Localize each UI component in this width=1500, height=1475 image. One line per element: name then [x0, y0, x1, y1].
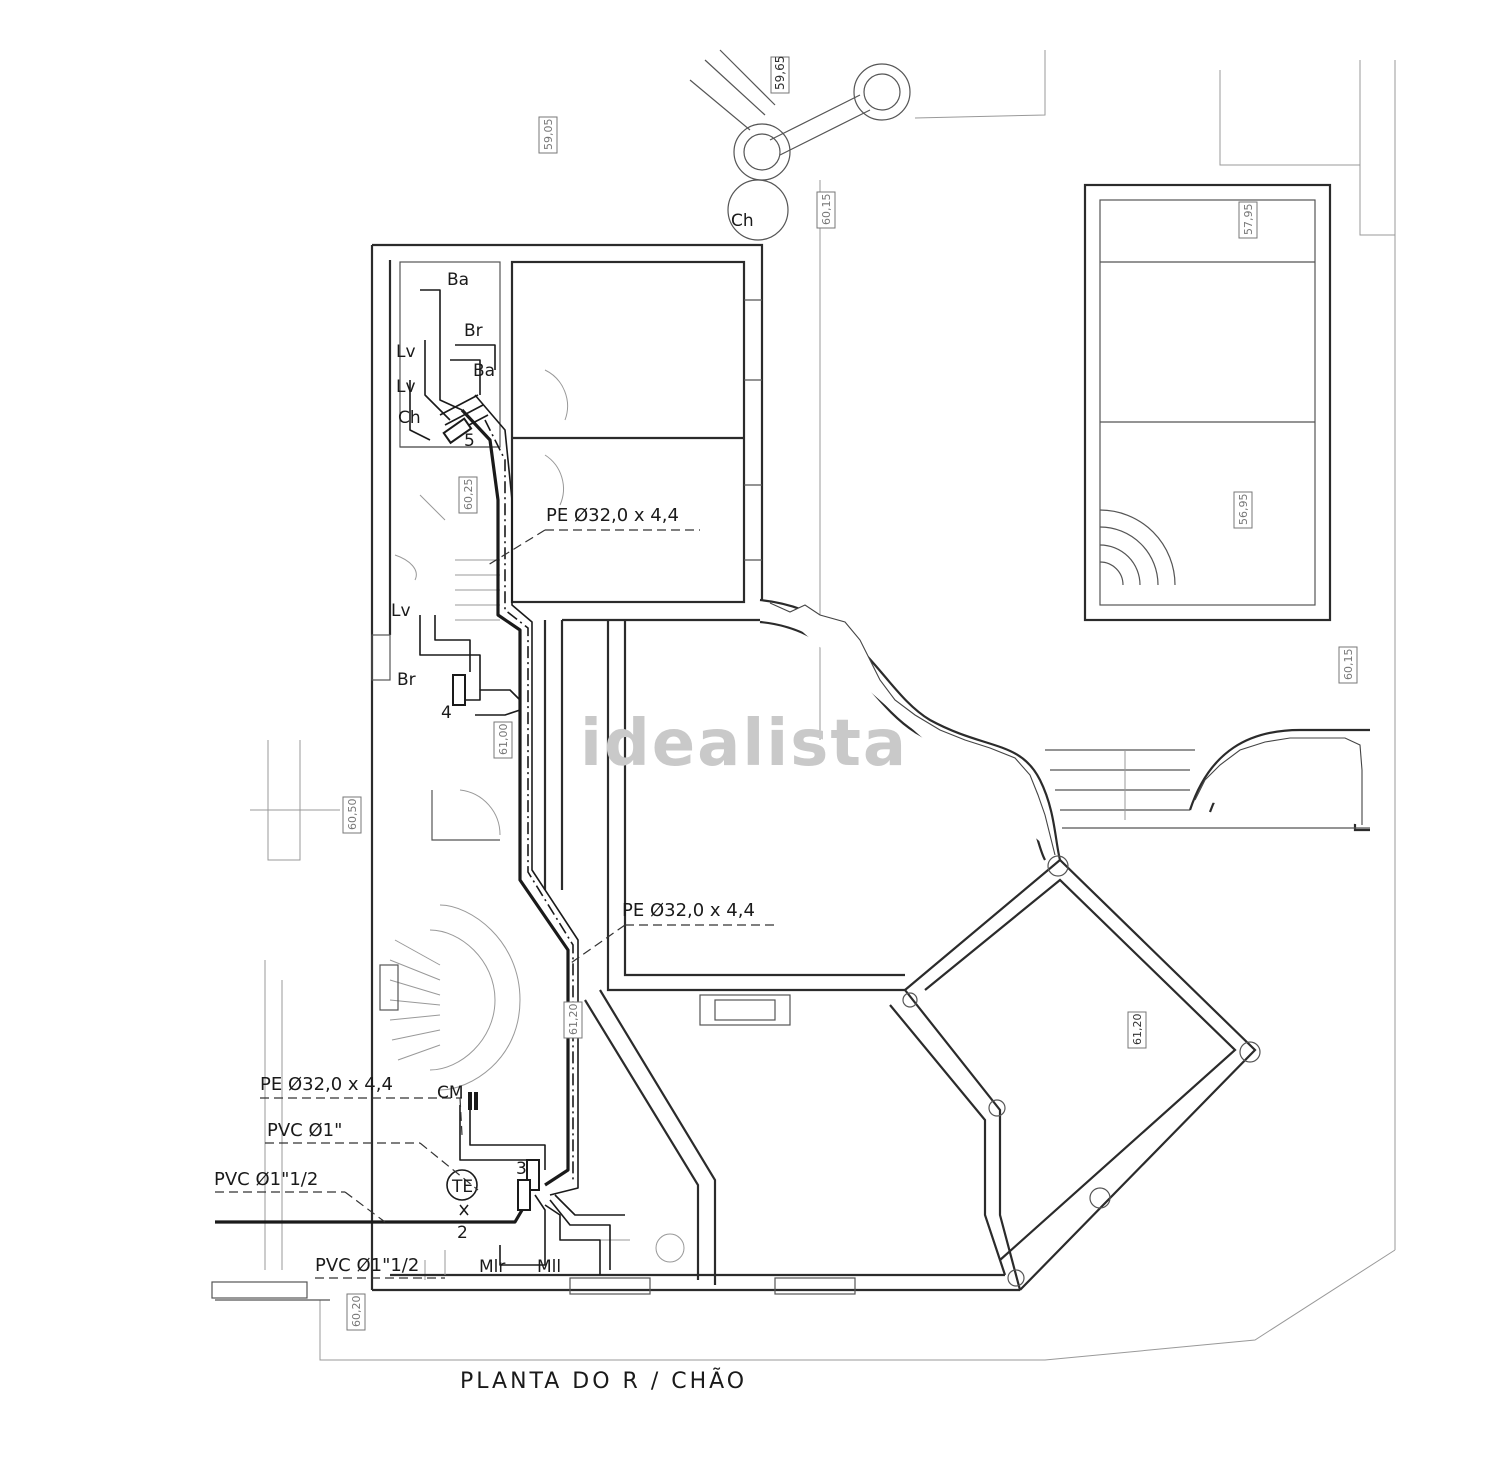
- label-leader-lines: [215, 529, 775, 1279]
- pipe-labels: PE Ø32,0 x 4,4 PE Ø32,0 x 4,4 PE Ø32,0 x…: [214, 505, 755, 1276]
- node-number-3: 3: [516, 1159, 527, 1179]
- svg-text:60,20: 60,20: [350, 1296, 363, 1328]
- svg-text:60,25: 60,25: [462, 479, 475, 511]
- fixture-label-lv-3: Lv: [391, 601, 411, 621]
- pool-structure: [1083, 183, 1332, 622]
- elevation-tag: 59,65: [770, 56, 790, 94]
- plumbing-pipes: [215, 289, 625, 1275]
- house-walls: [370, 243, 1261, 1295]
- svg-text:60,50: 60,50: [346, 799, 359, 831]
- fixture-label-lv-2: Lv: [396, 377, 416, 397]
- watermark-text: idealista: [580, 707, 908, 781]
- pipe-label-pe-middle: PE Ø32,0 x 4,4: [622, 900, 755, 921]
- stone-garden-wall: [759, 598, 1370, 861]
- elevation-tag: 60,15: [1338, 646, 1358, 684]
- pipe-label-pe-upper: PE Ø32,0 x 4,4: [546, 505, 679, 526]
- svg-text:61,20: 61,20: [1131, 1014, 1144, 1046]
- site-context-lines: [211, 50, 1396, 1361]
- fixture-label-mll: Mll: [537, 1257, 561, 1277]
- elevation-tag: 60,50: [342, 796, 362, 834]
- fixture-label-br-2: Br: [397, 670, 416, 690]
- pipe-label-pvc-1: PVC Ø1": [267, 1120, 342, 1141]
- svg-text:60,15: 60,15: [1342, 649, 1355, 681]
- svg-text:60,15: 60,15: [820, 194, 833, 226]
- fixture-labels: Ba Br Lv Ba Lv Ch Lv Br CM TE Mlr Mll: [391, 270, 561, 1277]
- pipe-label-pvc-1-half-bottom: PVC Ø1"1/2: [315, 1255, 419, 1276]
- svg-text:61,00: 61,00: [497, 724, 510, 756]
- fixture-label-cm: CM: [437, 1083, 464, 1103]
- node-number-5: 5: [464, 431, 475, 451]
- te-fixture-symbol: [446, 1169, 478, 1201]
- elevation-tag: 56,95: [1233, 491, 1253, 529]
- elevation-tag: 61,20: [1127, 1011, 1147, 1049]
- pipe-label-pe-lower: PE Ø32,0 x 4,4: [260, 1074, 393, 1095]
- elevation-tag: 61,00: [493, 721, 513, 759]
- svg-text:59,05: 59,05: [542, 119, 555, 151]
- interior-details: [371, 369, 685, 1275]
- elevation-tag: 60,20: [346, 1293, 366, 1331]
- fixture-label-te: TE: [451, 1177, 473, 1197]
- svg-text:59,65: 59,65: [773, 56, 787, 90]
- fixture-label-ba-1: Ba: [447, 270, 469, 290]
- elevation-tag: 57,95: [1238, 201, 1258, 239]
- fixture-label-mlr: Mlr: [479, 1257, 505, 1277]
- elevation-tag: 61,20: [563, 1001, 583, 1039]
- node-numbers: 5 4 3 2: [441, 431, 527, 1243]
- pipe-label-pvc-1-half-left: PVC Ø1"1/2: [214, 1169, 318, 1190]
- elevation-tags: 59,65 59,05 60,15 57,95 56,95 60,15 60,2…: [342, 56, 1358, 1331]
- chimney-circle: [727, 179, 789, 241]
- elevation-tag: 60,15: [816, 191, 836, 229]
- elevation-tag: 60,25: [458, 476, 478, 514]
- svg-text:57,95: 57,95: [1242, 204, 1255, 236]
- node-number-4: 4: [441, 703, 452, 723]
- fixture-label-ch-bath: Ch: [398, 408, 421, 428]
- node-number-2: 2: [457, 1223, 468, 1243]
- fixture-label-br-1: Br: [464, 321, 483, 341]
- elevation-tag: 59,05: [538, 116, 558, 154]
- svg-text:61,20: 61,20: [567, 1004, 580, 1036]
- garden-path: Ch: [689, 49, 911, 241]
- fixture-label-ba-2: Ba: [473, 361, 495, 381]
- fixture-label-ch-garden: Ch: [731, 211, 754, 231]
- drawing-title: PLANTA DO R / CHÃO: [460, 1367, 747, 1394]
- svg-text:56,95: 56,95: [1237, 494, 1250, 526]
- fixture-label-lv-1: Lv: [396, 342, 416, 362]
